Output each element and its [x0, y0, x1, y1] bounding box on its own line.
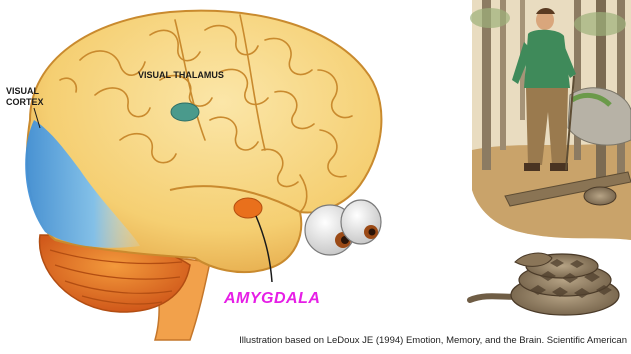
- amygdala-label: AMYGDALA: [224, 290, 320, 308]
- rattlesnake-illustration: [470, 253, 619, 315]
- visual-thalamus-marker: [171, 103, 199, 121]
- visual-thalamus-label: VISUAL THALAMUS: [138, 70, 224, 80]
- brain-illustration: [25, 11, 381, 340]
- visual-cortex-label: VISUAL CORTEX: [6, 86, 44, 108]
- illustration-caption: Illustration based on LeDoux JE (1994) E…: [239, 335, 627, 346]
- amygdala-marker: [234, 198, 262, 218]
- forest-scene: [470, 0, 631, 240]
